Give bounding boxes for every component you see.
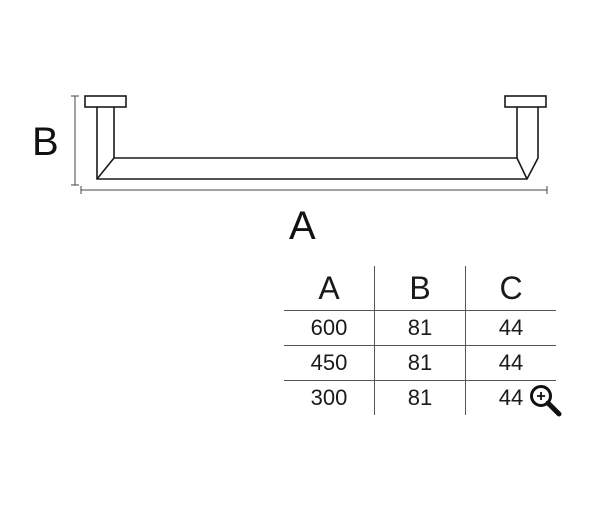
cell-a: 300	[310, 385, 348, 410]
left-mount-plate	[84, 95, 127, 108]
bar-outer-outline	[96, 107, 539, 180]
towel-bar-drawing	[71, 95, 548, 194]
dimension-a-line	[80, 186, 548, 194]
table-row: 300 81 44	[284, 380, 556, 415]
dimensions-table: A B C 600 81 44 450 81 44 300 81 44	[284, 266, 556, 415]
left-bend-line	[96, 157, 115, 180]
bar-inner-outline	[113, 107, 518, 159]
header-c: C	[465, 266, 556, 311]
right-mount-plate	[504, 95, 547, 108]
dimension-b-line	[71, 95, 79, 186]
cell-c: 44	[465, 345, 556, 381]
cell-b: 81	[374, 310, 466, 346]
table-row: 600 81 44	[284, 310, 556, 346]
header-a: A	[284, 266, 375, 311]
table-header-row: A B C	[284, 266, 556, 311]
cell-b: 81	[374, 345, 466, 381]
cell-b: 81	[374, 380, 466, 415]
dimension-a-label: A	[289, 204, 316, 248]
cell-a: 450	[284, 345, 375, 381]
dimension-b-label: B	[32, 120, 59, 164]
zoom-in-icon[interactable]	[528, 383, 562, 417]
right-bend-line	[516, 157, 528, 180]
header-b: B	[374, 266, 466, 311]
cell-a: 600	[284, 310, 375, 346]
towel-bar-outline	[84, 95, 547, 180]
table-row: 450 81 44	[284, 345, 556, 381]
cell-c: 44	[465, 310, 556, 346]
